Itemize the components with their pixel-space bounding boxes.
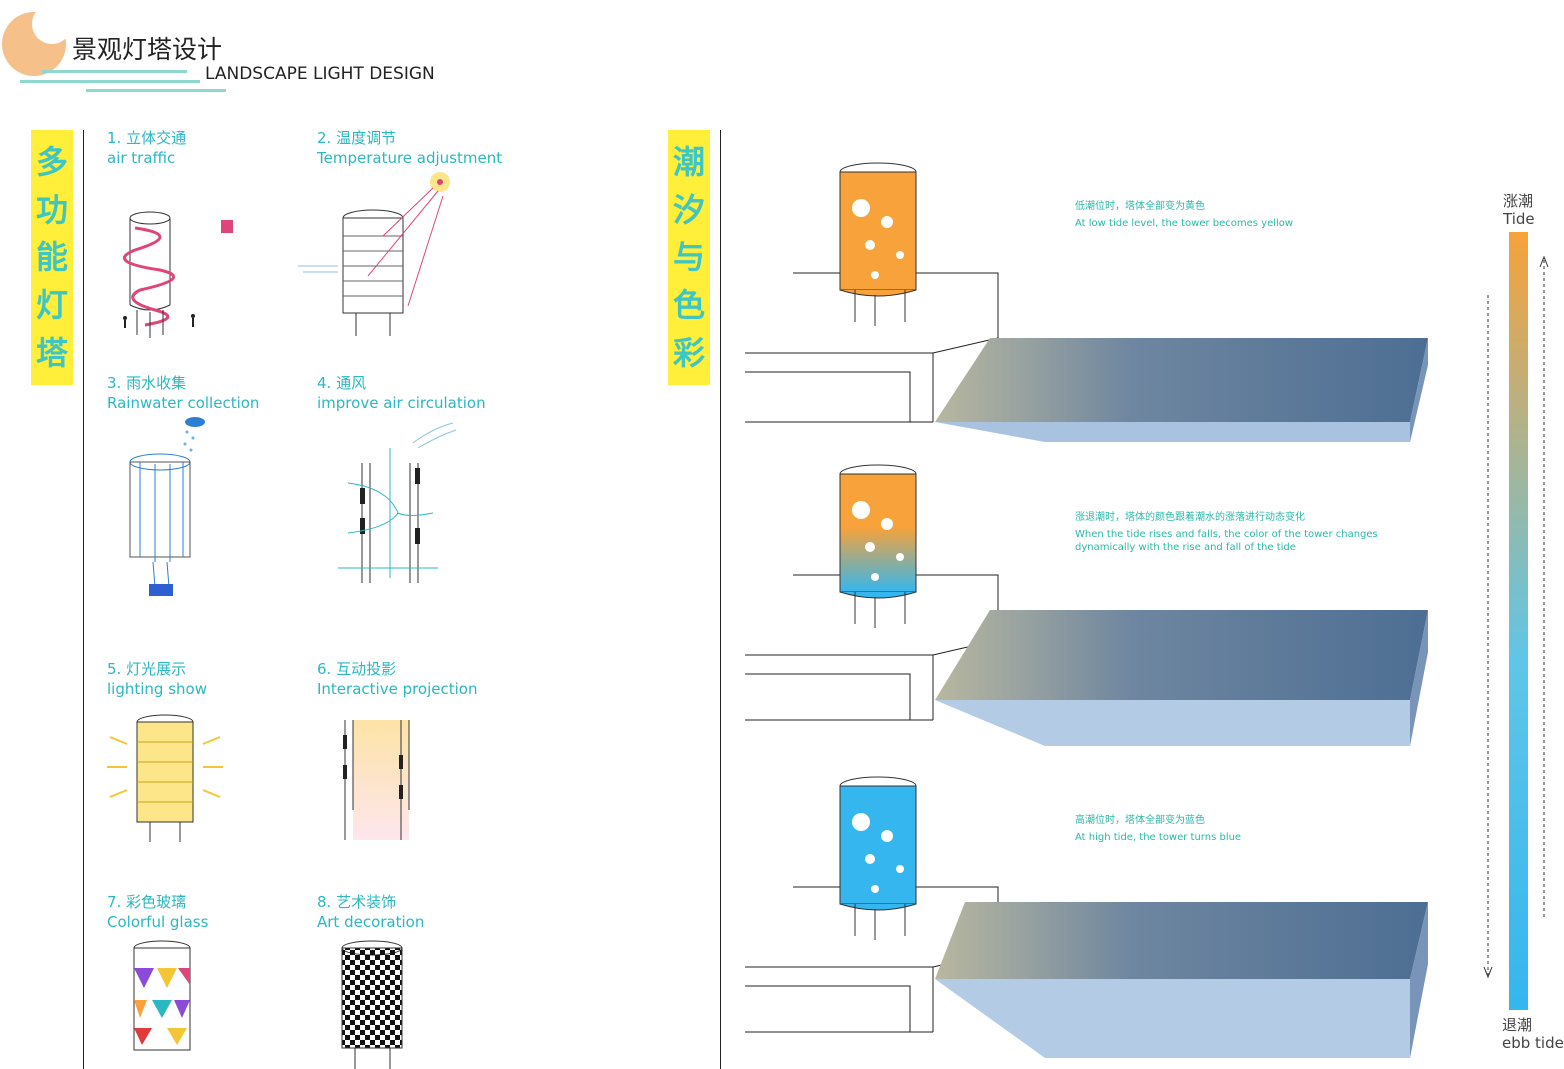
tide-note-high: 高潮位时，塔体全部变为蓝色 At high tide, the tower tu… [1075,815,1242,843]
air-traffic-illustration [122,211,233,338]
left-banner: 多 功 能 灯 塔 [31,130,73,385]
rainwater-illustration [129,417,205,596]
header-line-3 [86,89,226,92]
art-decoration-illustration [341,940,403,1069]
lighting-illustration [107,714,223,842]
scene-high-tide [745,776,1428,1058]
colorful-glass-illustration [133,940,191,1051]
tide-gradient-bar [1509,232,1528,1010]
logo-cutout [32,4,72,44]
right-banner-char: 与 [672,238,705,277]
header-line-2 [20,80,200,83]
temperature-illustration [298,172,450,336]
tide-arrows [1483,255,1549,979]
page-title: 景观灯塔设计 [72,35,223,64]
left-banner-char: 塔 [35,334,68,373]
page-subtitle: LANDSCAPE LIGHT DESIGN [205,64,435,84]
left-banner-char: 能 [35,238,68,277]
right-banner-char: 潮 [672,142,705,181]
scene-transition [745,464,1428,746]
projection-illustration [343,720,410,840]
tide-note-transition: 涨退潮时，塔体的颜色跟着潮水的涨落进行动态变化 When the tide ri… [1075,512,1378,553]
right-banner-char: 彩 [672,334,705,373]
header-line-1 [42,70,187,73]
left-banner-char: 灯 [35,286,68,325]
left-banner-char: 功 [35,190,68,229]
right-banner-char: 汐 [672,190,705,229]
tide-note-low: 低潮位时，塔体全部变为黄色 At low tide level, the tow… [1075,201,1294,229]
left-banner-char: 多 [35,142,68,181]
right-banner-char: 色 [672,286,705,325]
tide-scenes [745,162,1428,1058]
right-banner: 潮 汐 与 色 彩 [668,130,710,385]
right-divider [720,130,721,1069]
left-divider [83,130,84,1069]
scene-low-tide [745,162,1428,442]
ventilation-illustration [338,422,457,583]
